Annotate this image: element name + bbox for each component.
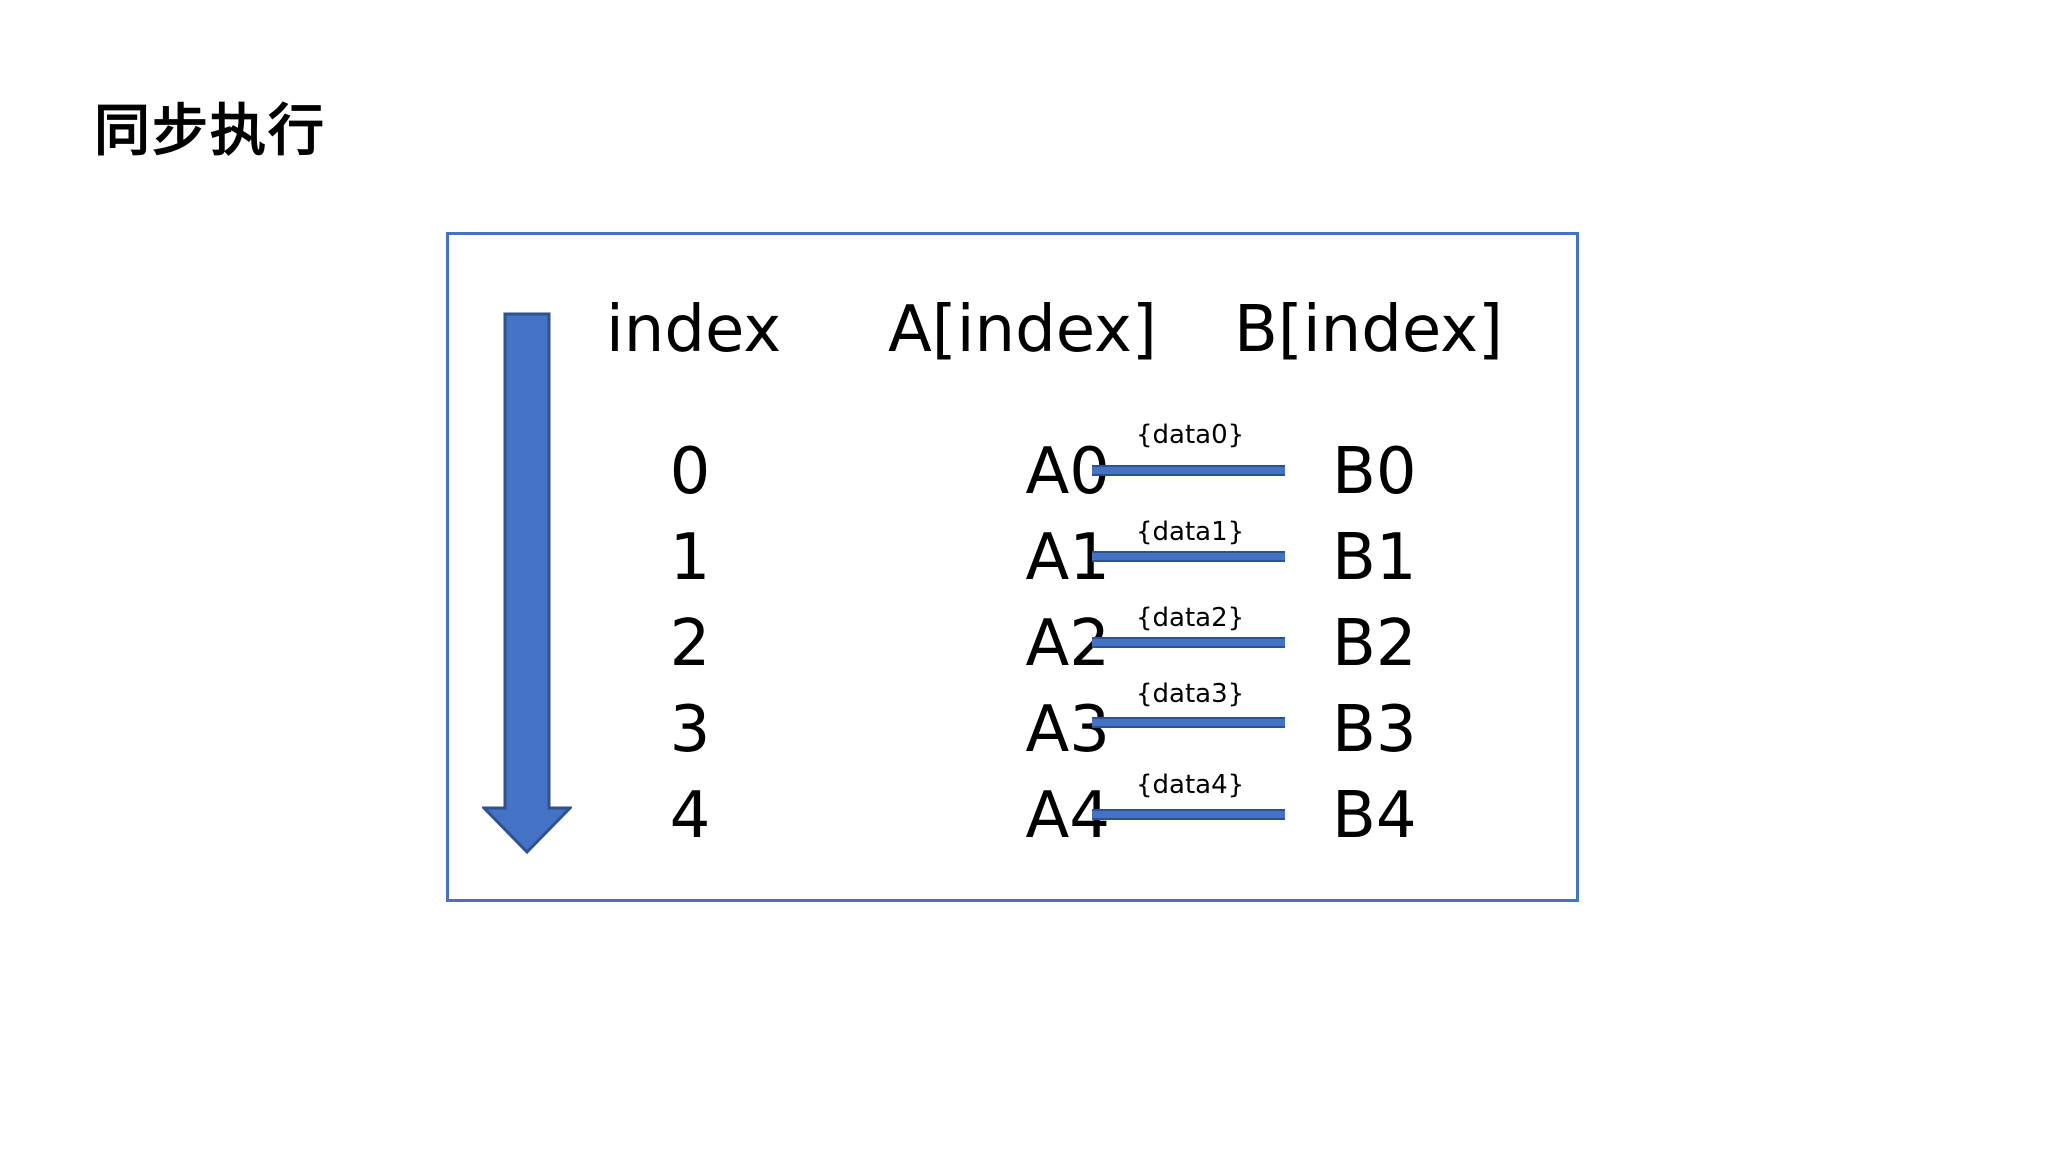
- index-cell-1: 1: [669, 521, 711, 595]
- a-cell-4: A4: [1025, 779, 1111, 853]
- connector-line-2: [1092, 637, 1285, 648]
- connector-line-4: [1092, 809, 1285, 820]
- index-cell-0: 0: [669, 435, 711, 509]
- connector-line-3: [1092, 717, 1285, 728]
- b-cell-2: B2: [1332, 607, 1417, 681]
- a-cell-1: A1: [1025, 521, 1111, 595]
- header-b-index: B[index]: [1234, 293, 1503, 367]
- data-label-2: {data2}: [1136, 603, 1245, 633]
- down-arrow-icon: [482, 312, 572, 854]
- data-label-1: {data1}: [1136, 517, 1245, 547]
- connector-line-1: [1092, 551, 1285, 562]
- header-a-index: A[index]: [888, 293, 1157, 367]
- b-cell-0: B0: [1332, 435, 1417, 509]
- b-cell-1: B1: [1332, 521, 1417, 595]
- index-cell-3: 3: [669, 693, 711, 767]
- data-label-4: {data4}: [1136, 770, 1245, 800]
- data-label-0: {data0}: [1136, 420, 1245, 450]
- data-label-3: {data3}: [1136, 679, 1245, 709]
- page-title: 同步执行: [94, 99, 326, 164]
- a-cell-3: A3: [1025, 693, 1111, 767]
- a-cell-0: A0: [1025, 435, 1111, 509]
- header-index: index: [606, 293, 782, 367]
- index-cell-4: 4: [669, 779, 711, 853]
- b-cell-3: B3: [1332, 693, 1417, 767]
- connector-line-0: [1092, 465, 1285, 476]
- a-cell-2: A2: [1025, 607, 1111, 681]
- diagram-frame: [446, 232, 1579, 902]
- index-cell-2: 2: [669, 607, 711, 681]
- b-cell-4: B4: [1332, 779, 1417, 853]
